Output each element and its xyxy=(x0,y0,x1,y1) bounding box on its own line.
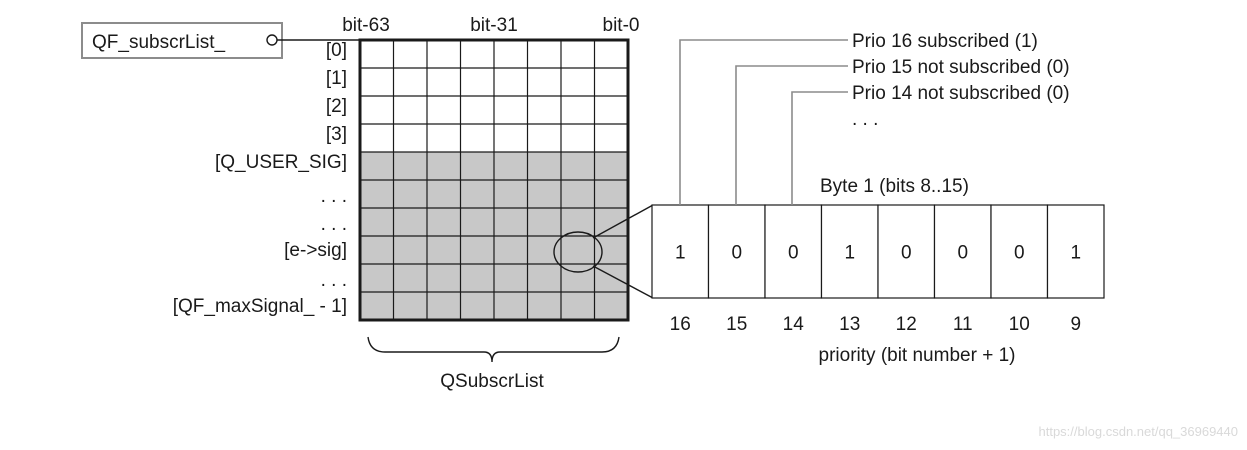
priority-number: 12 xyxy=(896,314,917,335)
byte-cell xyxy=(933,204,992,299)
byte-cell xyxy=(820,204,879,299)
bit-header-31: bit-31 xyxy=(470,15,518,36)
zoom-line-bottom xyxy=(592,265,654,299)
zoom-line-top xyxy=(592,204,654,239)
bit-header-63: bit-63 xyxy=(342,15,390,36)
byte-bit-value: 0 xyxy=(788,243,799,264)
byte-cell xyxy=(1046,204,1105,299)
row-label-e-sig: [e->sig] xyxy=(284,240,347,261)
priority-number: 13 xyxy=(839,314,860,335)
row-label-1: [1] xyxy=(326,68,347,89)
callout-leader-prio-15 xyxy=(735,65,848,205)
bit-header-0: bit-0 xyxy=(603,15,640,36)
byte-cell xyxy=(651,204,710,299)
callout-leader-prio-14 xyxy=(791,91,848,205)
byte-bit-value: 0 xyxy=(1014,243,1025,264)
byte-bit-value: 1 xyxy=(675,243,686,264)
row-label-2: [2] xyxy=(326,96,347,117)
byte-bit-value: 0 xyxy=(957,243,968,264)
grid-caption: QSubscrList xyxy=(440,371,544,392)
byte-axis-caption: priority (bit number + 1) xyxy=(819,345,1016,366)
callout-leader-prio-16 xyxy=(679,39,848,205)
pointer-box-label: QF_subscrList_ xyxy=(92,32,225,53)
byte-cells: 1 16 0 15 0 14 1 13 0 12 0 11 0 10 1 9 xyxy=(651,204,1105,335)
priority-number: 14 xyxy=(783,314,805,335)
row-label-user-sig: [Q_USER_SIG] xyxy=(215,152,347,173)
byte-bit-value: 1 xyxy=(844,243,855,264)
pointer-box xyxy=(81,22,283,59)
row-label-0: [0] xyxy=(326,40,347,61)
priority-number: 15 xyxy=(726,314,747,335)
byte-cell xyxy=(877,204,936,299)
pointer-circle xyxy=(266,34,278,46)
byte-cell xyxy=(707,204,766,299)
callout-prio-16: Prio 16 subscribed (1) xyxy=(852,31,1038,52)
subscriber-grid xyxy=(358,38,630,322)
byte-cell xyxy=(990,204,1049,299)
priority-number: 11 xyxy=(953,314,973,335)
grid-border xyxy=(358,38,630,322)
grid-brace xyxy=(367,336,620,363)
row-label-max-signal: [QF_maxSignal_ - 1] xyxy=(173,296,347,317)
byte-cell xyxy=(764,204,823,299)
byte-bit-value: 0 xyxy=(731,243,742,264)
row-label-ellipsis-1: . . . xyxy=(321,186,347,207)
row-label-3: [3] xyxy=(326,124,347,145)
priority-number: 10 xyxy=(1009,314,1030,335)
watermark: https://blog.csdn.net/qq_36969440 xyxy=(1039,424,1239,439)
byte-bit-value: 0 xyxy=(901,243,912,264)
byte-bit-value: 1 xyxy=(1070,243,1081,264)
callout-prio-14: Prio 14 not subscribed (0) xyxy=(852,83,1070,104)
callout-prio-15: Prio 15 not subscribed (0) xyxy=(852,57,1070,78)
callout-ellipsis: . . . xyxy=(852,109,878,130)
byte-title: Byte 1 (bits 8..15) xyxy=(820,176,969,197)
row-label-ellipsis-3: . . . xyxy=(321,270,347,291)
magnifier-ellipse xyxy=(553,231,603,273)
priority-number: 9 xyxy=(1070,314,1081,335)
priority-number: 16 xyxy=(670,314,691,335)
row-label-ellipsis-2: . . . xyxy=(321,214,347,235)
